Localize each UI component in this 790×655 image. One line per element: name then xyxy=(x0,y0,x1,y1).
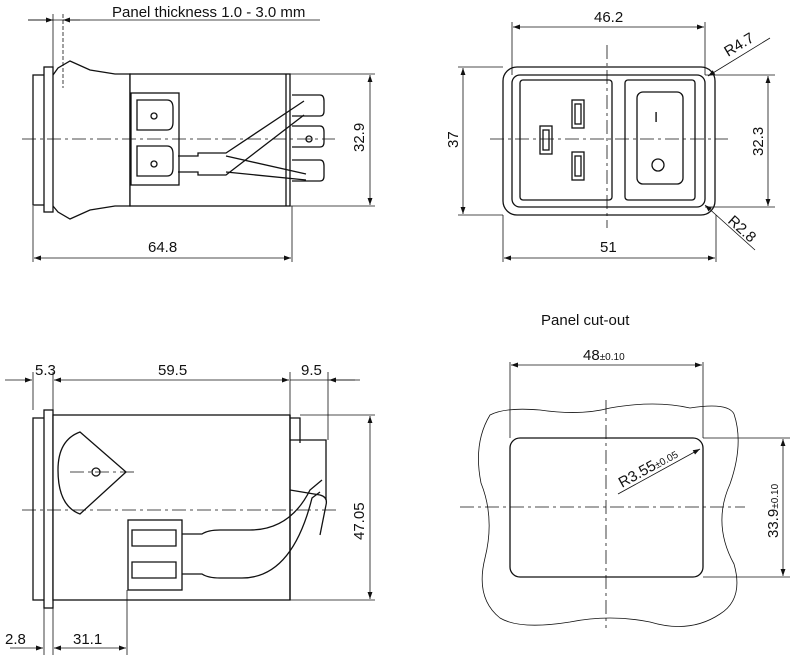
panel-thickness-note: Panel thickness 1.0 - 3.0 mm xyxy=(112,4,305,21)
side-view-bottom: 5.3 59.5 9.5 47.05 2.8 31.1 xyxy=(5,362,375,655)
side-view-top: Panel thickness 1.0 - 3.0 mm 32.9 64.8 xyxy=(22,4,375,262)
cutout-rectangle xyxy=(509,437,704,578)
dim-front-outer-width: 51 xyxy=(600,239,617,256)
switch-off-symbol xyxy=(651,158,665,172)
panel-outline xyxy=(478,403,739,627)
dim-terminal-length: 9.5 xyxy=(301,362,322,379)
dim-flange-thickness: 2.8 xyxy=(5,631,26,648)
dim-radius-top: R4.7 xyxy=(721,30,757,61)
dim-flange-depth: 5.3 xyxy=(35,362,56,379)
dim-front-outer-height: 37 xyxy=(445,131,462,148)
dim-side-length: 64.8 xyxy=(148,239,177,256)
iec-socket xyxy=(519,79,613,201)
dim-cutout-height: 33.9±0.10 xyxy=(765,483,782,538)
panel-cutout-view: Panel cut-out 48±0.10 33.9±0.10 R3.55±0.… xyxy=(460,312,790,628)
dim-radius-bottom: R2.8 xyxy=(724,212,759,246)
dim-bottom-height: 47.05 xyxy=(351,502,368,540)
switch-on-symbol: I xyxy=(654,109,658,126)
dim-front-inner-height: 32.3 xyxy=(750,127,767,156)
dim-switch-offset: 31.1 xyxy=(73,631,102,648)
dim-front-inner-width: 46.2 xyxy=(594,9,623,26)
dim-cutout-radius: R3.55±0.05 xyxy=(616,445,681,492)
dim-cutout-width: 48±0.10 xyxy=(583,347,625,364)
rocker-switch xyxy=(624,79,696,201)
panel-cutout-title: Panel cut-out xyxy=(541,312,630,329)
front-view: I 46.2 37 32.3 51 R4.7 R2.8 xyxy=(445,9,775,262)
dim-body-length: 59.5 xyxy=(158,362,187,379)
dim-side-height: 32.9 xyxy=(351,123,368,152)
